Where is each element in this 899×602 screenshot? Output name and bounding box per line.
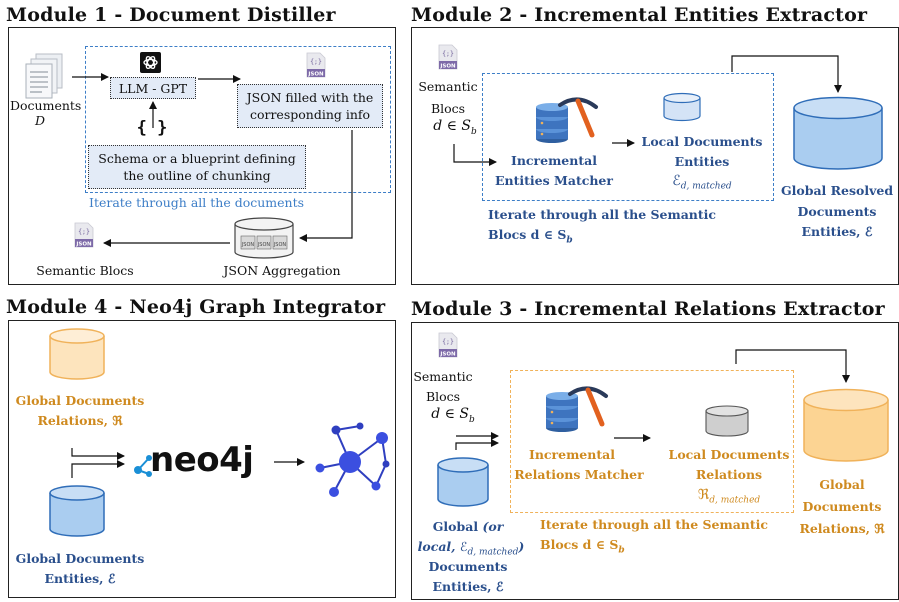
svg-text:JSON: JSON [257,242,271,248]
m2-semantic-symbol: d ∈ Sb [433,118,477,137]
svg-text:JSON: JSON [241,242,255,248]
global-entities-db-icon [49,485,105,537]
iterate-documents-label: Iterate through all the documents [89,195,305,210]
braces-icon: { } [136,118,168,138]
m3-semantic-line2: Blocs [425,389,461,404]
local-relations-db-icon [705,405,749,437]
local-entities-db-icon [663,92,701,122]
svg-text:{;}: {;} [78,228,90,236]
json-file-icon: {;} JSON [438,332,458,358]
m2-global-line1: Global Resolved [780,183,894,198]
module3-iteration-frame [510,370,794,513]
schema-line1: Schema or a blueprint defining [98,151,296,166]
m3-global-line3: Relations, ℜ [799,521,885,536]
documents-label: Documents [10,98,82,113]
m3-entities-line1: Global (or [432,519,504,534]
m4-entities-line1: Global Documents [15,551,145,566]
m3-entities-line2: local, ℰd, matched) [417,539,525,558]
neo4j-logo-text: neo4j [150,440,254,480]
m2-global-line2: Documents [797,204,877,219]
json-file-icon: {;} JSON [306,52,326,78]
module3-title: Module 3 - Incremental Relations Extract… [411,298,885,320]
m3-local-line1: Local Documents [668,447,790,462]
module2-title: Module 2 - Incremental Entities Extracto… [411,4,868,26]
json-aggregation-label: JSON Aggregation [223,263,341,278]
json-filled-line2: corresponding info [249,107,371,122]
module1-iteration-frame [85,46,391,193]
llm-gpt-label: LLM - GPT [118,80,188,96]
m2-global-line3: Entities, ℰ [801,224,873,239]
matcher-db-pickaxe-icon [546,386,608,432]
module1-title: Module 1 - Document Distiller [6,4,336,26]
matcher-db-pickaxe-icon [536,97,598,143]
m3-global-line2: Documents [802,499,882,514]
m2-local-line2: Entities [674,154,730,169]
svg-text:JSON: JSON [273,242,287,248]
json-filled-line1: JSON filled with the [246,90,374,105]
svg-text:JSON: JSON [439,352,456,358]
global-relations-db-icon [49,328,105,380]
schema-line2: the outline of chunking [123,168,271,183]
m3-local-line2: Relations [695,467,763,482]
semantic-blocs-label: Semantic Blocs [36,263,134,278]
knowledge-graph-icon [315,422,390,497]
m3-semantic-line1: Semantic [413,369,473,384]
svg-text:JSON: JSON [75,242,92,248]
global-relations-db-icon [803,388,889,462]
m2-semantic-line1: Semantic [418,79,478,94]
json-filled-box: JSON filled with the corresponding info [237,84,383,128]
global-entities-db-icon [793,96,883,170]
llm-gpt-box: LLM - GPT [110,77,196,99]
svg-text:{;}: {;} [442,50,454,58]
m2-matcher-line2: Entities Matcher [495,173,613,188]
m3-entities-line4: Entities, ℰ [432,579,504,594]
json-file-icon: {;} JSON [74,222,94,248]
m3-iterate-line2: Blocs d ∈ Sb [540,537,625,556]
svg-text:JSON: JSON [439,64,456,70]
module4-title: Module 4 - Neo4j Graph Integrator [6,296,386,318]
global-entities-db-icon [437,457,489,507]
svg-text:{;}: {;} [310,58,322,66]
openai-icon [140,52,161,73]
schema-box: Schema or a blueprint defining the outli… [88,145,306,189]
m3-entities-line3: Documents [428,559,508,574]
neo4j-logo-icon [134,455,152,477]
m3-matcher-line1: Incremental [529,447,615,462]
m2-iterate-line2: Blocs d ∈ Sb [488,227,573,246]
documents-icon [25,53,63,99]
svg-text:{;}: {;} [442,338,454,346]
m3-iterate-line1: Iterate through all the Semantic [540,517,769,532]
m4-relations-line1: Global Documents [15,393,145,408]
m2-semantic-line2: Blocs [430,101,466,116]
documents-symbol: D [34,113,46,128]
m4-relations-line2: Relations, ℜ [37,413,123,428]
svg-text:JSON: JSON [307,72,324,78]
m4-entities-line2: Entities, ℰ [44,571,116,586]
m2-local-line1: Local Documents [641,134,763,149]
m3-semantic-symbol: d ∈ Sb [431,406,475,425]
json-file-icon: {;} JSON [438,44,458,70]
json-aggregation-db-icon: JSON JSON JSON [234,217,294,259]
m3-matcher-line2: Relations Matcher [514,467,644,482]
m3-global-line1: Global [819,477,865,492]
module2-iteration-frame [482,73,774,201]
m2-iterate-line1: Iterate through all the Semantic [488,207,717,222]
m2-matcher-line1: Incremental [511,153,597,168]
m2-local-symbol: ℰd, matched [672,173,732,192]
m3-local-symbol: ℜd, matched [697,487,761,506]
